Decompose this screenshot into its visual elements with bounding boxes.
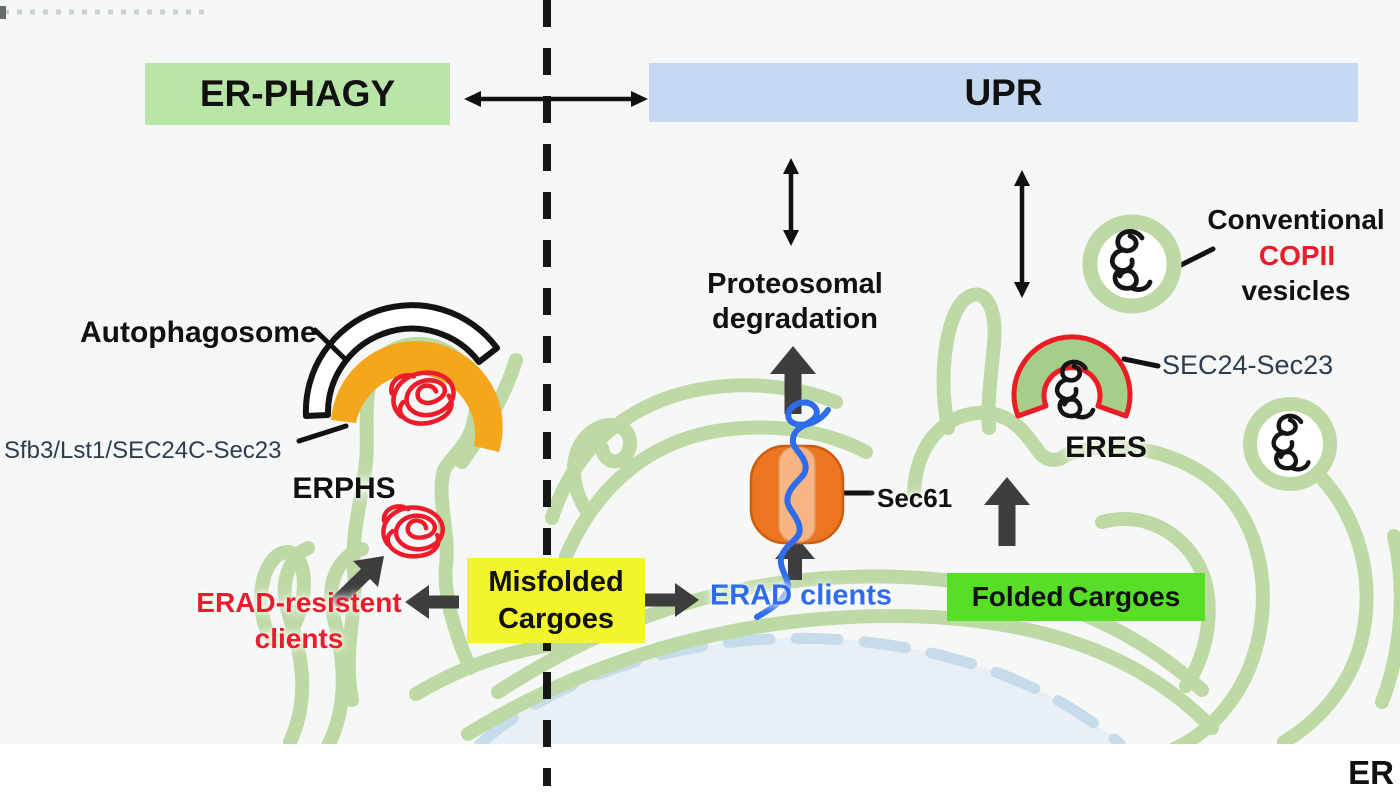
phagophore-icon <box>331 340 503 452</box>
er-phagy-header-box: ER-PHAGY <box>145 63 450 125</box>
autophagosome-label: Autophagosome <box>80 316 317 349</box>
misfolded-cargoes-label: Misfolded Cargoes <box>488 565 624 635</box>
erad-clients-label: ERAD clients <box>709 579 893 612</box>
proteosomal-degradation-label: Proteosomal degradation <box>707 268 883 335</box>
copii-label: COPII <box>1258 240 1336 271</box>
upr-header-box: UPR <box>649 63 1358 122</box>
eres-icon <box>1011 334 1133 419</box>
misfolded-cargoes-box: Misfolded Cargoes <box>467 558 645 643</box>
misfolded-left-arrow <box>405 585 459 619</box>
erad-into-sec61-arrow <box>775 535 815 580</box>
upr-proteosomal-double-arrow <box>783 158 799 246</box>
folded-cargoes-label: Folded Cargoes <box>971 581 1181 612</box>
autophagosome-connector <box>312 327 347 361</box>
misfolded-protein-icon <box>381 505 445 559</box>
copii-connector <box>1174 246 1216 270</box>
resistent-to-erphs-arrow <box>330 556 384 609</box>
sfb3-connector <box>296 423 349 444</box>
sec24-connector <box>1121 356 1161 369</box>
top-dot-row <box>0 6 205 19</box>
eres-label: ERES <box>1065 431 1147 464</box>
erad-resistent-clients-label: ERAD-resistent clients <box>196 587 402 654</box>
vesicles-label: vesicles <box>1241 275 1351 306</box>
folded-cargoes-box: Folded Cargoes <box>947 573 1205 621</box>
sec61-label: Sec61 <box>877 483 953 513</box>
upr-label: UPR <box>964 71 1043 113</box>
degradation-up-arrow <box>770 346 816 414</box>
erphagy-upr-double-arrow <box>464 91 648 107</box>
misfolded-right-arrow <box>645 583 699 617</box>
translocating-peptide-icon <box>754 399 831 620</box>
folded-to-eres-arrow <box>984 477 1030 546</box>
conventional-label: Conventional <box>1207 204 1385 235</box>
upr-eres-double-arrow <box>1014 170 1030 298</box>
autophagosome-icon <box>302 302 503 452</box>
er-phagy-label: ER-PHAGY <box>199 73 396 114</box>
er-label: ER <box>1348 754 1394 791</box>
misfolded-protein-icon <box>389 369 457 427</box>
er-membrane-icon <box>254 287 1400 756</box>
sfb3-lst1-sec24c-label: Sfb3/Lst1/SEC24C-Sec23 <box>4 437 282 464</box>
sec24-sec23-label: SEC24-Sec23 <box>1162 350 1334 380</box>
erphs-label: ERPHS <box>292 472 396 505</box>
bottom-band <box>0 744 1400 792</box>
